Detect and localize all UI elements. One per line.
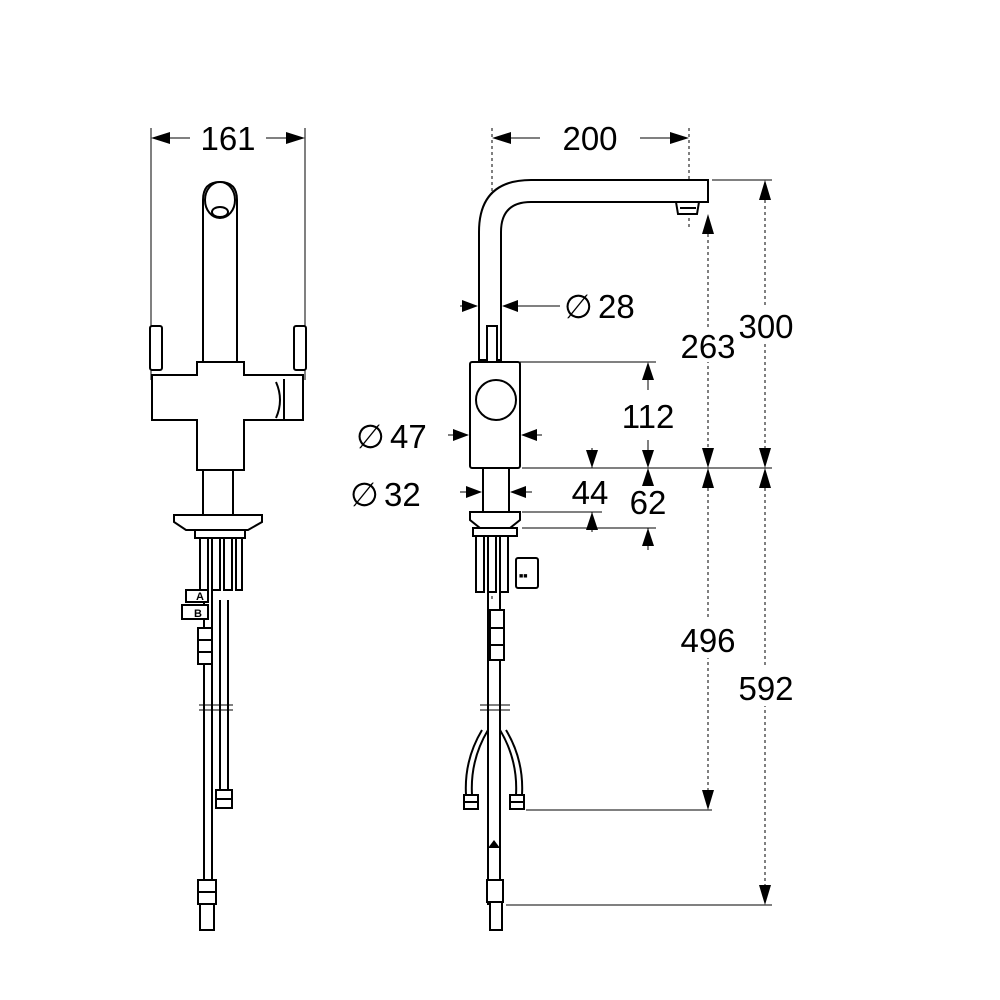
dim-62-label: 62	[630, 484, 667, 521]
side-valve-box	[515, 557, 539, 589]
spout-diameter-dimension: ∅ 28	[460, 288, 635, 325]
spout-height-label: 263	[680, 328, 735, 365]
hose-length-592-dimension: 592	[734, 468, 798, 905]
width-dimension: 161	[150, 120, 306, 380]
shank-diameter-symbol: ∅	[350, 476, 379, 513]
hose-length-592-label: 592	[738, 670, 793, 707]
side-cartridge	[475, 379, 517, 421]
shank-diameter-label: 32	[384, 476, 421, 513]
total-height-dimension: 300	[736, 180, 798, 468]
front-right-handle	[293, 325, 307, 371]
spout-height-dimension: 263	[678, 214, 740, 468]
arrow-left	[492, 132, 511, 144]
shank-diameter-dimension: ∅ 32	[350, 476, 532, 513]
svg-text:A: A	[196, 591, 204, 603]
dim-62: 62	[630, 468, 667, 550]
hose-tag-b: B	[181, 604, 209, 620]
reach-label: 200	[562, 120, 617, 157]
front-hoses	[197, 537, 243, 931]
spout-diameter-label: 28	[598, 288, 635, 325]
front-view: 161	[149, 120, 307, 931]
svg-text:B: B	[194, 608, 202, 620]
body-diameter-symbol: ∅	[356, 418, 385, 455]
body-diameter-dimension: ∅ 47	[356, 418, 542, 455]
total-height-label: 300	[738, 308, 793, 345]
arrow-left	[151, 132, 170, 144]
spout-diameter-symbol: ∅	[564, 288, 593, 325]
arrow-right	[286, 132, 305, 144]
dim-44-label: 44	[572, 474, 609, 511]
side-base-plate	[469, 511, 521, 529]
side-shank	[482, 467, 510, 513]
side-hoses: ■■	[463, 535, 539, 931]
arrow-right	[670, 132, 689, 144]
front-mount	[194, 529, 246, 539]
front-base-plate	[173, 514, 263, 531]
body-height-dimension: 112	[622, 362, 675, 468]
body-height-label: 112	[622, 398, 675, 435]
front-spout-head	[204, 181, 236, 219]
dim-44: 44	[572, 448, 609, 532]
side-spout	[478, 179, 709, 361]
front-shank	[202, 469, 234, 516]
hose-tag-a: A	[185, 589, 209, 603]
hose-length-496-label: 496	[680, 622, 735, 659]
front-left-handle	[149, 325, 163, 371]
width-label: 161	[200, 120, 255, 157]
body-diameter-label: 47	[390, 418, 427, 455]
side-mount	[472, 527, 518, 537]
side-view: 200 ∅ 28 ∅ 47	[350, 120, 798, 931]
front-body	[151, 361, 304, 471]
svg-text:■■: ■■	[519, 573, 527, 580]
hose-length-496-dimension: 496	[676, 468, 740, 810]
